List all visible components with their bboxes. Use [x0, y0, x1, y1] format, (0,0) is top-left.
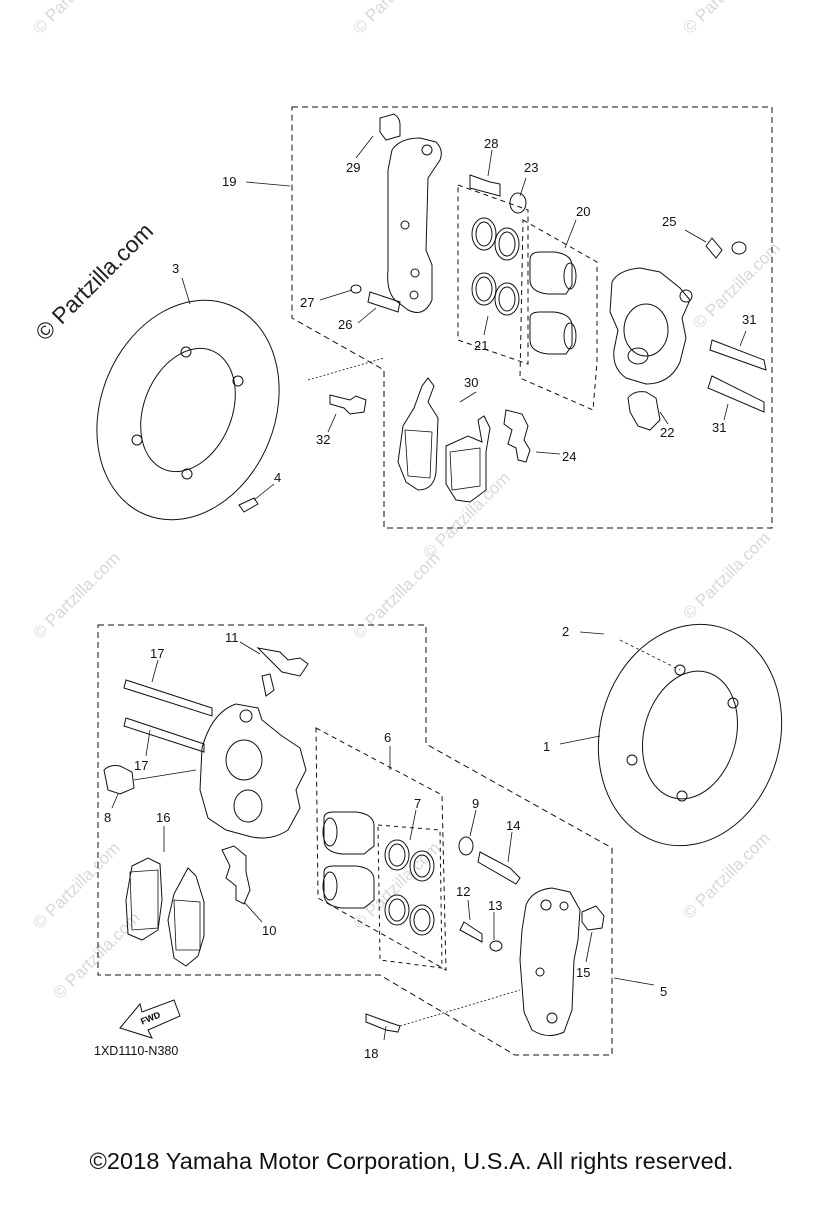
callout-7: 7: [414, 796, 421, 811]
callout-2: 2: [562, 624, 569, 639]
callout-9: 9: [472, 796, 479, 811]
callout-15: 15: [576, 965, 590, 980]
caliper-body-upper: [609, 267, 693, 385]
callout-4: 4: [274, 470, 281, 485]
leader-lines-lower: [111, 631, 681, 1041]
callout-22: 22: [660, 425, 674, 440]
callout-17a: 17: [150, 646, 164, 661]
callout-27: 27: [300, 295, 314, 310]
callout-labels: 1 2 3 4 5 6 7 8 9 10 11 12 13 14 15 16 1…: [104, 136, 756, 1061]
callout-3: 3: [172, 261, 179, 276]
callout-1: 1: [543, 739, 550, 754]
brake-pads-lower: [125, 857, 205, 967]
caliper-bracket-upper: [387, 137, 442, 313]
brake-disc-upper: [96, 299, 280, 521]
callout-13: 13: [488, 898, 502, 913]
watermark: © Partzilla.com: [29, 548, 123, 642]
piston-seals-upper: [471, 217, 520, 316]
callout-31b: 31: [712, 420, 726, 435]
callout-8: 8: [104, 810, 111, 825]
watermark: © Partzilla.com: [679, 528, 773, 622]
pad-spring-upper: [503, 409, 531, 463]
watermark: © Partzilla.com: [679, 0, 773, 38]
callout-19: 19: [222, 174, 236, 189]
piston-seals-lower: [384, 839, 435, 936]
leader-lines-upper: [181, 135, 747, 501]
watermark: © Partzilla.com: [349, 0, 443, 38]
fwd-arrow: [119, 999, 181, 1039]
watermark: © Partzilla.com: [689, 238, 783, 332]
watermark: © Partzilla.com: [419, 468, 513, 562]
fasteners-upper: [238, 113, 767, 513]
callout-14: 14: [506, 818, 520, 833]
brake-disc-lower: [597, 623, 783, 847]
callout-28: 28: [484, 136, 498, 151]
callout-16: 16: [156, 810, 170, 825]
callout-5: 5: [660, 984, 667, 999]
caliper-body-lower: [199, 703, 307, 839]
callout-12: 12: [456, 884, 470, 899]
callout-18: 18: [364, 1046, 378, 1061]
fasteners-lower: [103, 647, 605, 1033]
caliper-pistons-upper: [529, 251, 577, 355]
callout-26: 26: [338, 317, 352, 332]
caliper-pistons-lower: [322, 811, 375, 909]
lower-caliper-assembly: [97, 623, 783, 1056]
watermark: © Partzilla.com: [679, 828, 773, 922]
brake-pads-upper: [397, 377, 491, 503]
callout-21: 21: [474, 338, 488, 353]
callout-11: 11: [225, 630, 239, 645]
callout-30: 30: [464, 375, 478, 390]
watermark: © Partzilla.com: [349, 548, 443, 642]
callout-31a: 31: [742, 312, 756, 327]
copyright-notice: ©2018 Yamaha Motor Corporation, U.S.A. A…: [89, 1148, 734, 1174]
pad-spring-lower: [221, 845, 251, 905]
watermark: © Partzilla.com: [29, 0, 123, 38]
watermarks: © Partzilla.com © Partzilla.com © Partzi…: [29, 0, 783, 1003]
watermark: © Partzilla.com: [29, 838, 123, 932]
callout-23: 23: [524, 160, 538, 175]
watermark: © Partzilla.com: [49, 908, 143, 1002]
callout-17b: 17: [134, 758, 148, 773]
caliper-bracket-lower: [519, 887, 581, 1036]
callout-32: 32: [316, 432, 330, 447]
callout-20: 20: [576, 204, 590, 219]
callout-25: 25: [662, 214, 676, 229]
drawing-code: 1XD1110-N380: [94, 1044, 178, 1058]
callout-10: 10: [262, 923, 276, 938]
callout-6: 6: [384, 730, 391, 745]
watermark-main: © Partzilla.com: [30, 218, 158, 346]
callout-29: 29: [346, 160, 360, 175]
callout-24: 24: [562, 449, 576, 464]
upper-caliper-assembly: [96, 106, 773, 529]
